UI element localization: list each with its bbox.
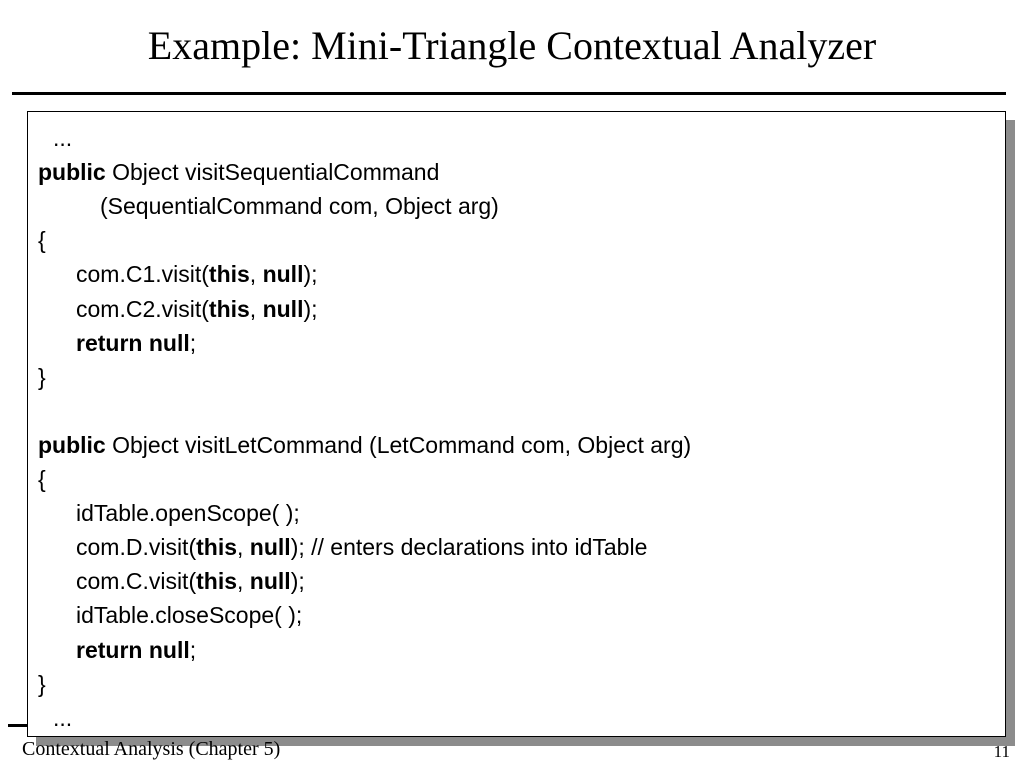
code-text: Object visitLetCommand (LetCommand com, …: [105, 431, 692, 458]
code-keyword: null: [249, 568, 291, 595]
code-text: ;: [189, 636, 197, 663]
code-keyword: null: [249, 534, 291, 561]
code-line: idTable.openScope( );: [76, 496, 300, 530]
code-line: }: [38, 667, 46, 701]
code-text: {: [38, 227, 46, 254]
code-text: ;: [189, 329, 197, 356]
code-text: idTable.closeScope( );: [76, 602, 303, 629]
code-line: }: [38, 360, 46, 394]
code-text: Object visitSequentialCommand: [105, 159, 440, 186]
code-text: com.C2.visit(: [76, 295, 209, 322]
code-text: ,: [237, 568, 250, 595]
footer-chapter-label: Contextual Analysis (Chapter 5): [22, 738, 281, 760]
code-keyword: this: [208, 261, 250, 288]
code-keyword: public: [38, 159, 106, 186]
code-line: ...: [53, 701, 72, 735]
code-keyword: null: [262, 295, 304, 322]
code-text: com.D.visit(: [76, 534, 197, 561]
code-text: ,: [249, 261, 263, 288]
code-line: return null;: [76, 633, 196, 667]
code-text: com.C.visit(: [76, 568, 197, 595]
code-keyword: this: [196, 568, 238, 595]
code-line: ...: [53, 121, 72, 155]
code-line: {: [38, 223, 46, 257]
code-line: public Object visitLetCommand (LetComman…: [38, 428, 691, 462]
code-text: );: [303, 295, 318, 322]
code-line: (SequentialCommand com, Object arg): [100, 189, 499, 223]
code-keyword: this: [196, 534, 238, 561]
code-line: {: [38, 462, 46, 496]
code-line: com.D.visit(this, null); // enters decla…: [76, 530, 647, 564]
code-keyword: public: [38, 431, 106, 458]
code-box: ... public Object visitSequentialCommand (…: [27, 111, 1006, 737]
code-keyword: return null: [76, 329, 190, 356]
code-line: idTable.closeScope( );: [76, 598, 302, 632]
slide-title: Example: Mini-Triangle Contextual Analyz…: [147, 23, 877, 68]
code-text: );: [303, 261, 318, 288]
title-divider: [12, 92, 1006, 95]
code-line: return null;: [76, 326, 196, 360]
code-text: ,: [237, 534, 250, 561]
code-keyword: this: [208, 295, 250, 322]
code-text: ...: [53, 704, 73, 731]
code-line: public Object visitSequentialCommand: [38, 155, 439, 189]
code-text: }: [38, 363, 46, 390]
page-number: 11: [993, 742, 1010, 761]
code-text: (SequentialCommand com, Object arg): [100, 193, 499, 220]
code-text: {: [38, 466, 46, 492]
code-keyword: null: [262, 261, 304, 288]
code-text: idTable.openScope( );: [76, 500, 300, 527]
code-text: com.C1.visit(: [76, 261, 209, 288]
code-keyword: return null: [76, 636, 190, 663]
code-text: ,: [249, 295, 263, 322]
code-line: com.C2.visit(this, null);: [76, 292, 318, 326]
code-text: ); // enters declarations into idTable: [290, 534, 648, 561]
footer-divider: [8, 724, 30, 727]
code-text: ...: [53, 125, 73, 151]
code-line: com.C.visit(this, null);: [76, 564, 305, 598]
code-text: );: [290, 568, 305, 595]
code-text: }: [38, 670, 46, 697]
code-line: com.C1.visit(this, null);: [76, 257, 318, 291]
